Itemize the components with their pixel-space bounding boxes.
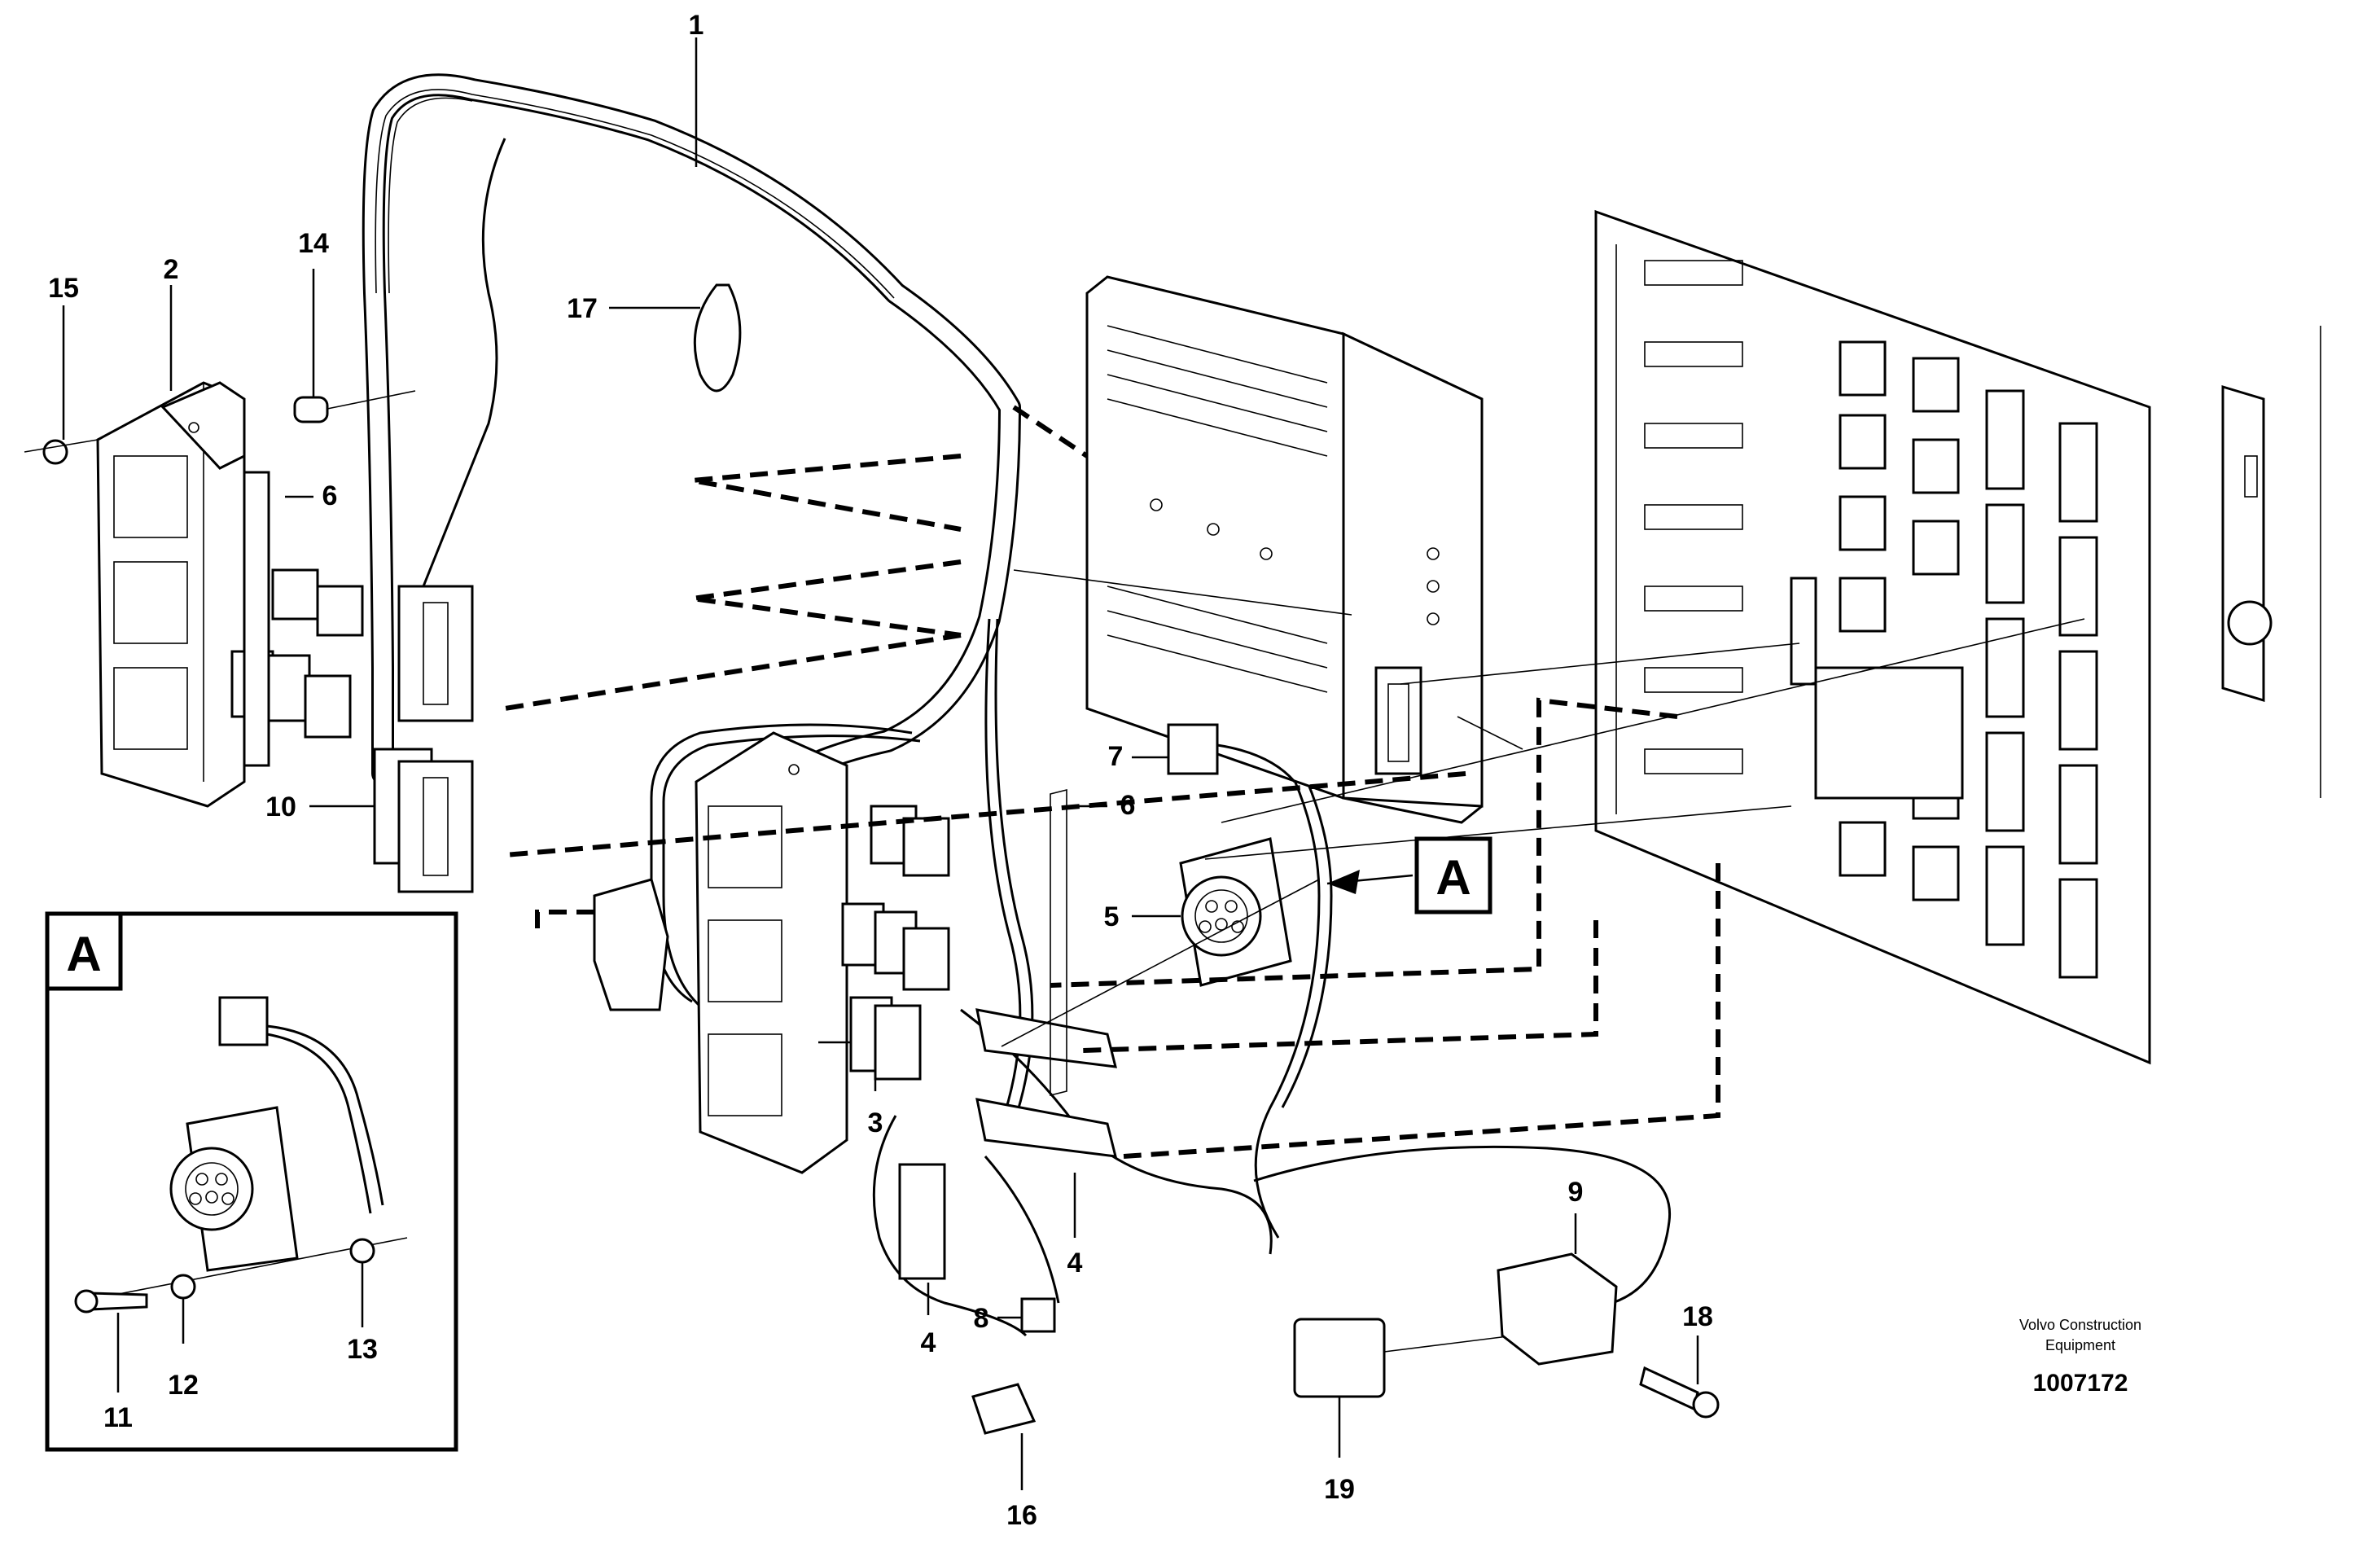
svg-text:17: 17 <box>567 293 598 324</box>
svg-text:9: 9 <box>1568 1177 1584 1208</box>
spacer-14 <box>293 396 329 423</box>
wiring-harness <box>362 73 1672 1337</box>
callout-11: 11 <box>103 1313 133 1433</box>
callout-14: 14 <box>298 228 329 397</box>
svg-text:6: 6 <box>1120 790 1136 821</box>
circuit-board <box>1594 209 2151 1065</box>
dashed-connections <box>504 405 1720 1159</box>
callout-9: 9 <box>1568 1177 1584 1254</box>
callout-2: 2 <box>164 254 179 391</box>
document-number: 1007172 <box>2033 1370 2128 1397</box>
callout-3: 3 <box>818 1041 883 1138</box>
svg-text:8: 8 <box>974 1303 989 1334</box>
svg-text:A: A <box>66 927 101 981</box>
svg-text:11: 11 <box>103 1402 133 1433</box>
callout-8: 8 <box>974 1303 1022 1334</box>
callout-12: 12 <box>168 1299 199 1401</box>
board-edge-connectors <box>1644 260 1743 774</box>
connector-7 <box>1167 723 1219 775</box>
svg-text:12: 12 <box>168 1370 199 1401</box>
inset-connector <box>218 996 269 1046</box>
diagnostic-socket <box>1179 837 1292 987</box>
svg-text:Volvo Construction: Volvo Construction <box>2019 1317 2141 1333</box>
inset-washer-12 <box>170 1274 196 1300</box>
board-fuse-strips <box>1985 389 2098 979</box>
callout-19: 19 <box>1324 1397 1355 1505</box>
inset-detail-a: A <box>45 911 458 1452</box>
svg-text:19: 19 <box>1324 1474 1355 1505</box>
connector-harness-end <box>593 878 669 1011</box>
callout-18: 18 <box>1682 1301 1713 1384</box>
svg-text:4: 4 <box>921 1327 936 1358</box>
svg-text:18: 18 <box>1682 1301 1713 1332</box>
mounting-plate <box>2221 326 2321 798</box>
svg-text:Equipment: Equipment <box>2045 1337 2115 1353</box>
inset-nut-13 <box>349 1238 375 1264</box>
callout-17: 17 <box>567 293 700 324</box>
connector-4 <box>898 1163 946 1280</box>
callout-4b: 4 <box>921 1283 936 1358</box>
relay-bracket-center <box>695 731 950 1174</box>
control-unit <box>1085 275 1484 824</box>
screw-18 <box>1639 1366 1699 1411</box>
connector-plug-1 <box>975 1008 1117 1068</box>
svg-text:4: 4 <box>1067 1248 1083 1278</box>
nut-15 <box>42 439 68 465</box>
svg-text:A: A <box>1435 850 1471 905</box>
leader-lines <box>1001 569 2085 1047</box>
svg-text:7: 7 <box>1108 741 1124 772</box>
callout-7: 7 <box>1108 741 1168 772</box>
svg-text:6: 6 <box>322 480 338 511</box>
cable-tie-17 <box>693 283 742 393</box>
relay-bracket-left <box>96 381 364 808</box>
connector-plug-2 <box>975 1098 1117 1158</box>
svg-text:2: 2 <box>164 254 179 285</box>
detail-a-marker: A <box>1326 836 1492 914</box>
board-relays <box>1839 340 1960 901</box>
svg-text:10: 10 <box>265 792 296 822</box>
callout-4a: 4 <box>1067 1173 1083 1278</box>
svg-text:3: 3 <box>868 1107 883 1138</box>
callout-15: 15 <box>48 273 79 440</box>
callout-10: 10 <box>265 792 375 822</box>
callout-1: 1 <box>689 10 704 167</box>
svg-text:13: 13 <box>347 1334 378 1365</box>
callout-5a: 5 <box>1104 901 1181 932</box>
pin-6 <box>1050 788 1067 1097</box>
svg-text:5: 5 <box>1104 901 1120 932</box>
connector-10 <box>373 585 474 893</box>
svg-text:14: 14 <box>298 228 329 259</box>
connector-16 <box>971 1383 1037 1435</box>
callout-16: 16 <box>1006 1433 1037 1531</box>
callout-13: 13 <box>347 1262 378 1365</box>
svg-text:1: 1 <box>689 10 704 41</box>
callout-6b: 6 <box>1075 790 1135 821</box>
svg-text:16: 16 <box>1006 1500 1037 1531</box>
document-credit: Volvo Construction Equipment 1007172 <box>2019 1317 2141 1397</box>
relay-19 <box>1293 1318 1386 1398</box>
relay-bracket-9 <box>1497 1252 1618 1366</box>
plug-8 <box>1020 1297 1056 1333</box>
svg-text:15: 15 <box>48 273 79 304</box>
callout-6a: 6 <box>285 480 337 511</box>
